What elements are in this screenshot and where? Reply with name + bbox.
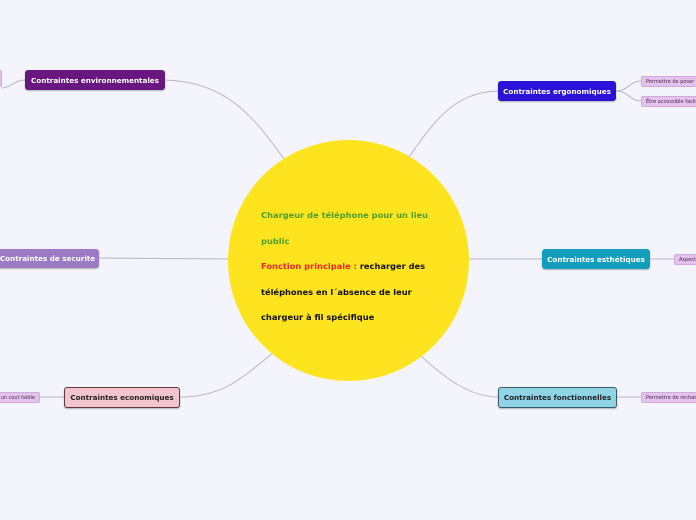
connector-environnementales [164, 79, 286, 161]
branch-contraintes-esthetiques[interactable]: Contraintes esthétiques [542, 249, 650, 269]
central-topic-circle[interactable] [228, 140, 469, 381]
central-topic-text[interactable]: Chargeur de téléphone pour un lieu publi… [261, 203, 451, 331]
main-function-label: Fonction principale : [261, 261, 357, 271]
branch-contraintes-economiques[interactable]: Contraintes economiques [64, 387, 180, 408]
central-topic-title: Chargeur de téléphone pour un lieu publi… [261, 210, 429, 246]
leaf-esthetiques-1[interactable]: Aspect [674, 254, 696, 265]
central-topic-body: Fonction principale : recharger des télé… [261, 254, 451, 331]
leaf-ergonomiques-2[interactable]: Être accessible facilement [641, 96, 696, 107]
branch-contraintes-securite[interactable]: Contraintes de securite [0, 249, 99, 268]
branch-contraintes-fonctionnelles[interactable]: Contraintes fonctionnelles [498, 387, 617, 408]
leaf-fonctionnelles-1[interactable]: Permettre de recharger [641, 392, 696, 403]
connector-securite [98, 257, 230, 260]
connector-ergonomiques [408, 90, 499, 158]
connector-leaf-ergo-2 [615, 90, 642, 102]
connector-fonctionnelles [420, 355, 499, 398]
connector-leaf-ergo-1 [615, 80, 642, 92]
leaf-ergonomiques-1[interactable]: Permettre de poser [641, 76, 696, 87]
leaf-economiques-1[interactable]: un cout faible [0, 392, 40, 403]
branch-contraintes-environnementales[interactable]: Contraintes environnementales [25, 70, 165, 90]
main-function-text: recharger des téléphones en l´absence de… [261, 261, 426, 322]
leaf-environnementales-1[interactable] [0, 70, 2, 87]
branch-contraintes-ergonomiques[interactable]: Contraintes ergonomiques [498, 81, 616, 101]
connector-economiques [179, 352, 274, 398]
connector-leaf-env [1, 79, 26, 89]
